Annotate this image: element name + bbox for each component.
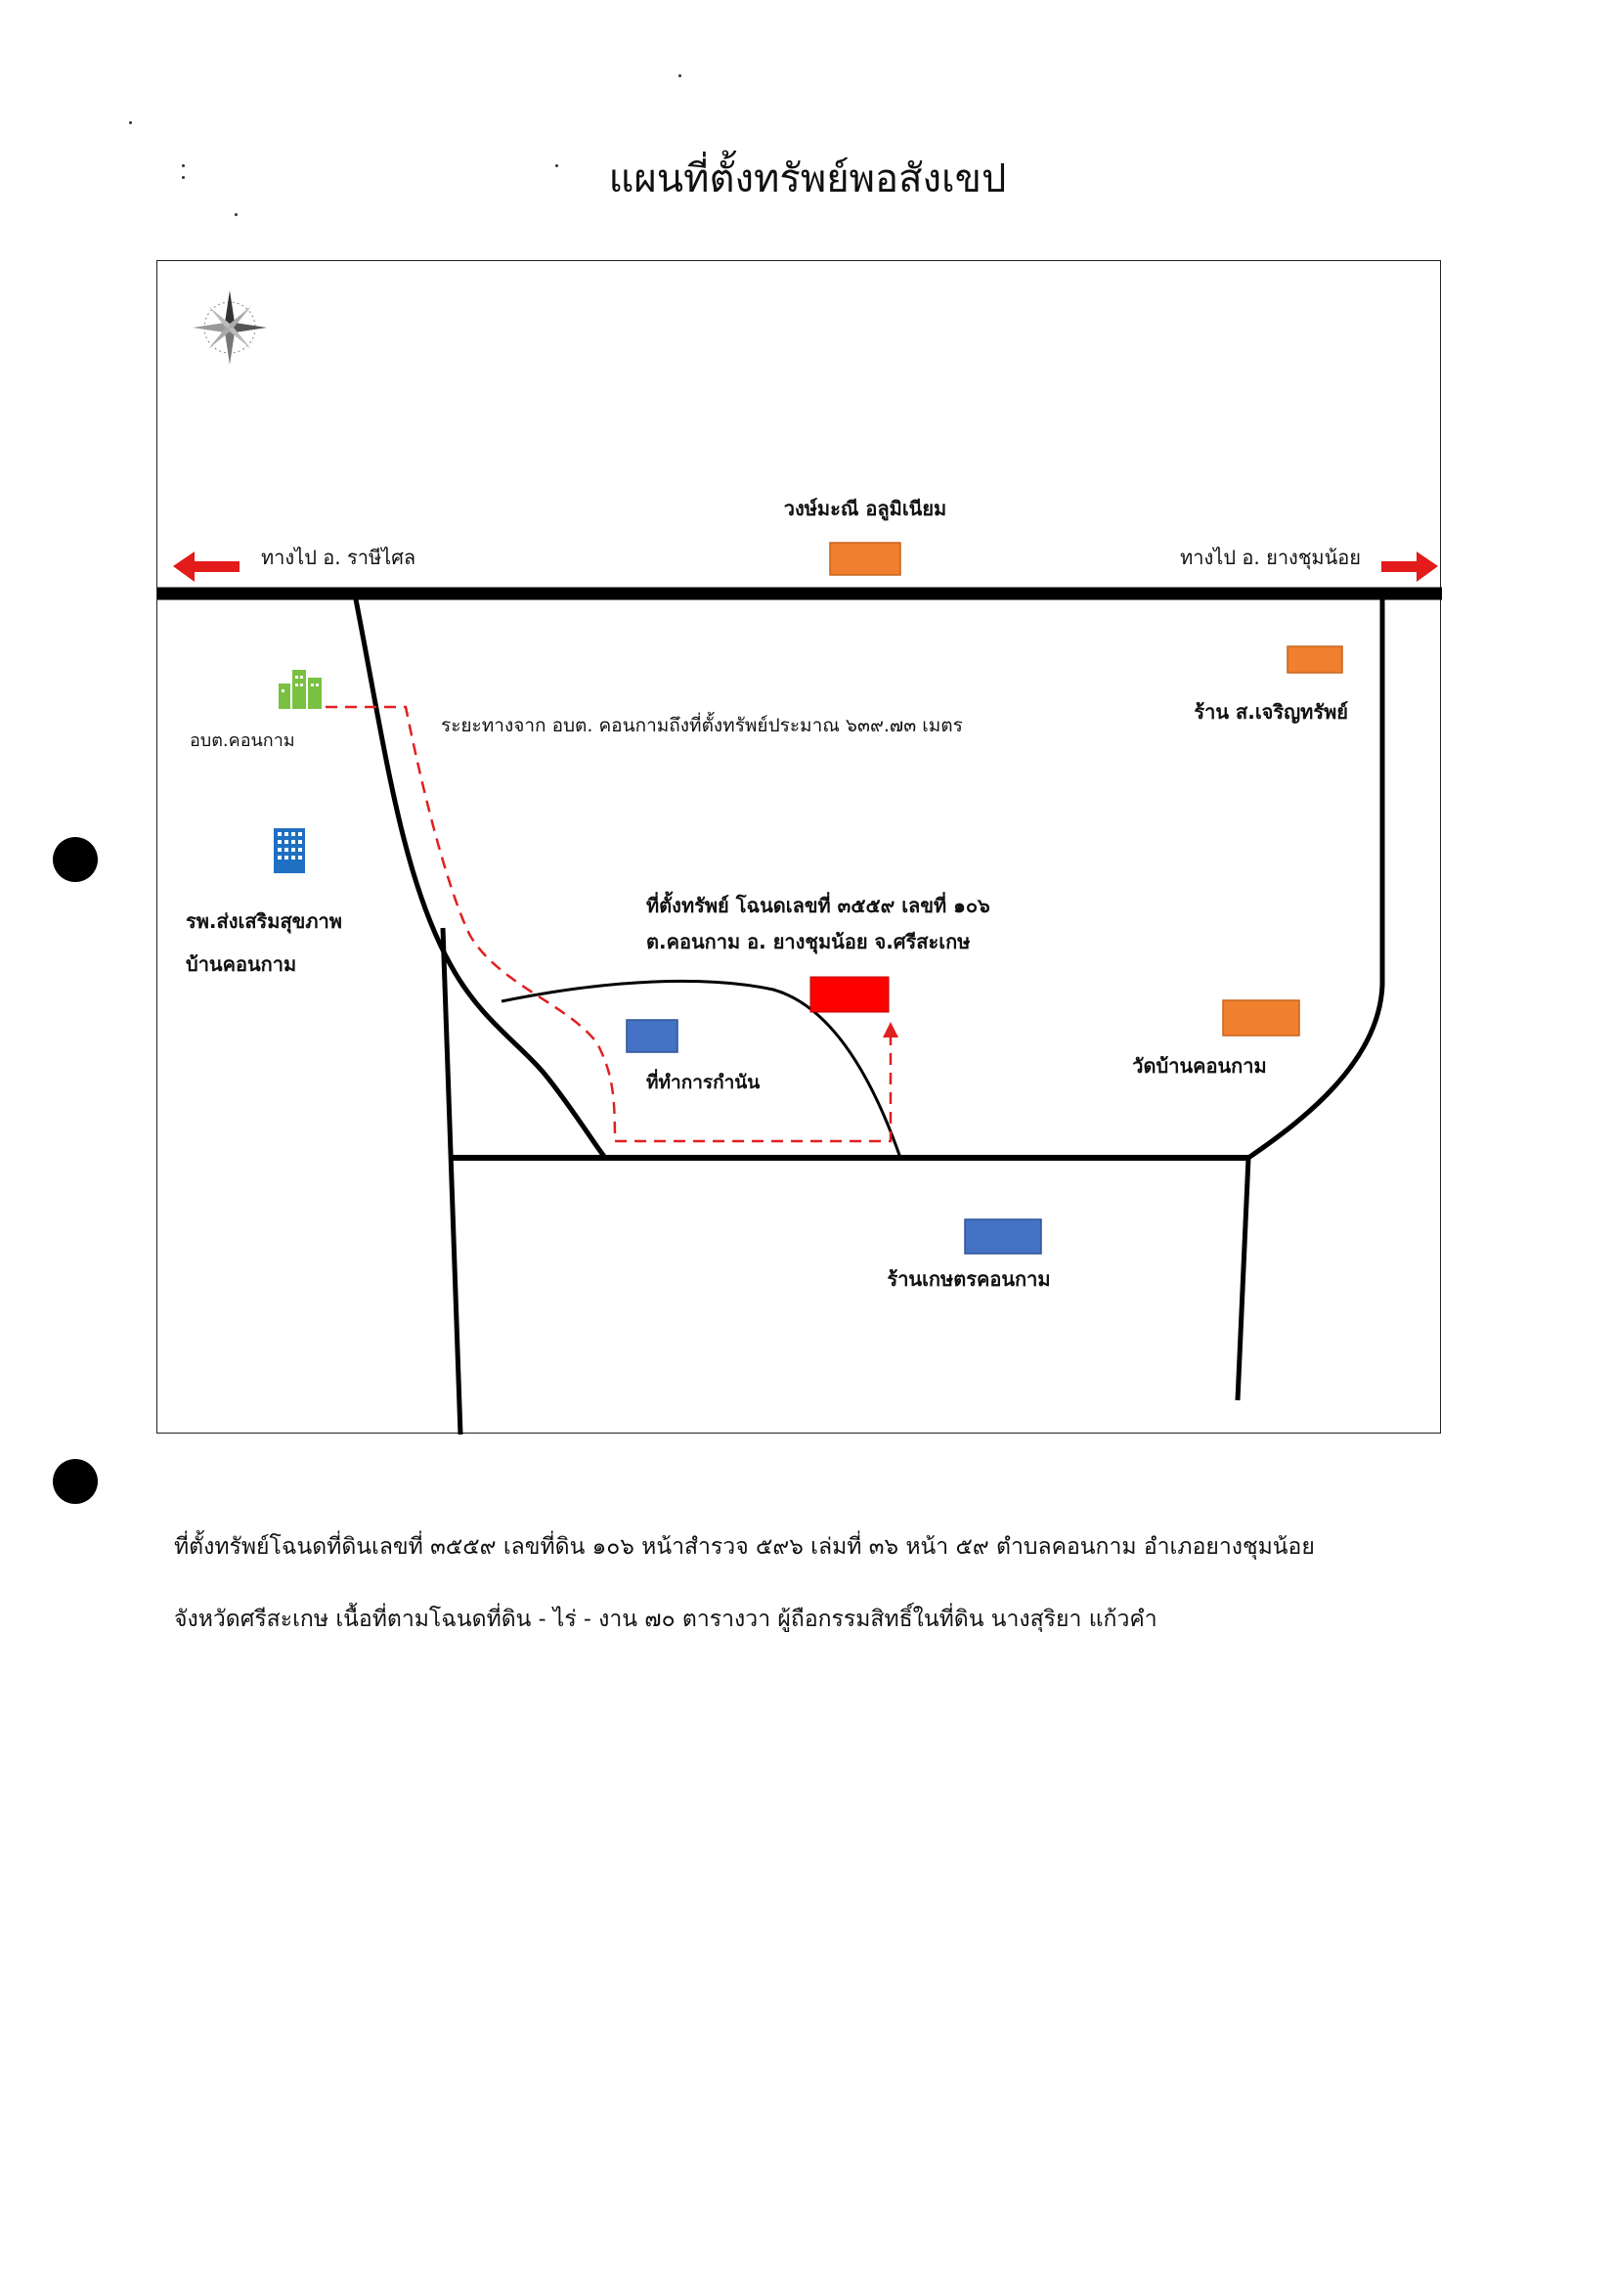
arrow-right-icon [1381, 552, 1438, 582]
road-left-curve [353, 598, 607, 1160]
route-path [326, 705, 893, 1143]
scan-speck [555, 164, 558, 167]
road-label-right: ทางไป อ. ยางชุมน้อย [1180, 546, 1361, 570]
distance-note: ระยะทางจาก อบต. คอนกามถึงที่ตั้งทรัพย์ปร… [441, 712, 963, 736]
road-right-curve [1246, 599, 1385, 1161]
landmark-aluminium-shop-label: วงษ์มะณี อลูมิเนียม [784, 497, 946, 522]
road-right-vertical [1235, 1157, 1251, 1401]
scan-speck [129, 121, 132, 124]
road-left-vertical [440, 927, 463, 1435]
compass-rose-icon [193, 290, 267, 365]
landmark-shop-charoen-marker [1287, 645, 1343, 674]
page-title: แผนที่ตั้งทรัพย์พอสังเขป [608, 156, 1007, 201]
scan-speck [182, 176, 185, 179]
building-green-icon [279, 670, 322, 709]
arrow-left-icon [173, 552, 240, 582]
landmark-aluminium-shop-marker [829, 542, 901, 576]
location-map: ทางไป อ. ราษีไศล ทางไป อ. ยางชุมน้อย วงษ… [156, 260, 1442, 1435]
road-label-left: ทางไป อ. ราษีไศล [261, 546, 415, 569]
property-label-2: ต.คอนกาม อ. ยางชุมน้อย จ.ศรีสะเกษ [646, 930, 970, 954]
landmark-farm-shop-label: ร้านเกษตรคอนกาม [887, 1267, 1050, 1291]
punch-hole [53, 1459, 98, 1504]
landmark-temple-label: วัดบ้านคอนกาม [1132, 1054, 1266, 1078]
property-description-line-1: ที่ตั้งทรัพย์โฉนดที่ดินเลขที่ ๓๕๕๙ เลขที… [174, 1534, 1315, 1560]
property-label-1: ที่ตั้งทรัพย์ โฉนดเลขที่ ๓๕๕๙ เลขที่ ๑๐๖ [646, 891, 990, 917]
landmark-shop-charoen-label: ร้าน ส.เจริญทรัพย์ [1194, 700, 1348, 724]
landmark-farm-shop-marker [964, 1218, 1042, 1255]
map-canvas: ทางไป อ. ราษีไศล ทางไป อ. ยางชุมน้อย วงษ… [157, 290, 1442, 1435]
road-inner-arc [501, 979, 902, 1159]
route-arrowhead-icon [883, 1022, 898, 1038]
scan-speck [182, 164, 185, 167]
landmark-sao-label: อบต.คอนกาม [190, 730, 295, 751]
property-description-line-2: จังหวัดศรีสะเกษ เนื้อที่ตามโฉนดที่ดิน - … [174, 1607, 1157, 1632]
landmark-temple-marker [1222, 999, 1300, 1037]
landmark-headman-office-label: ที่ทำการกำนัน [646, 1069, 760, 1093]
landmark-hospital-label-1: รพ.ส่งเสริมสุขภาพ [186, 909, 342, 934]
property-marker [809, 976, 890, 1013]
scan-speck [678, 74, 681, 77]
landmark-headman-office-marker [626, 1019, 678, 1053]
punch-hole [53, 837, 98, 882]
building-blue-icon [274, 828, 305, 873]
landmark-hospital-label-2: บ้านคอนกาม [186, 952, 296, 976]
scan-speck [235, 213, 238, 216]
